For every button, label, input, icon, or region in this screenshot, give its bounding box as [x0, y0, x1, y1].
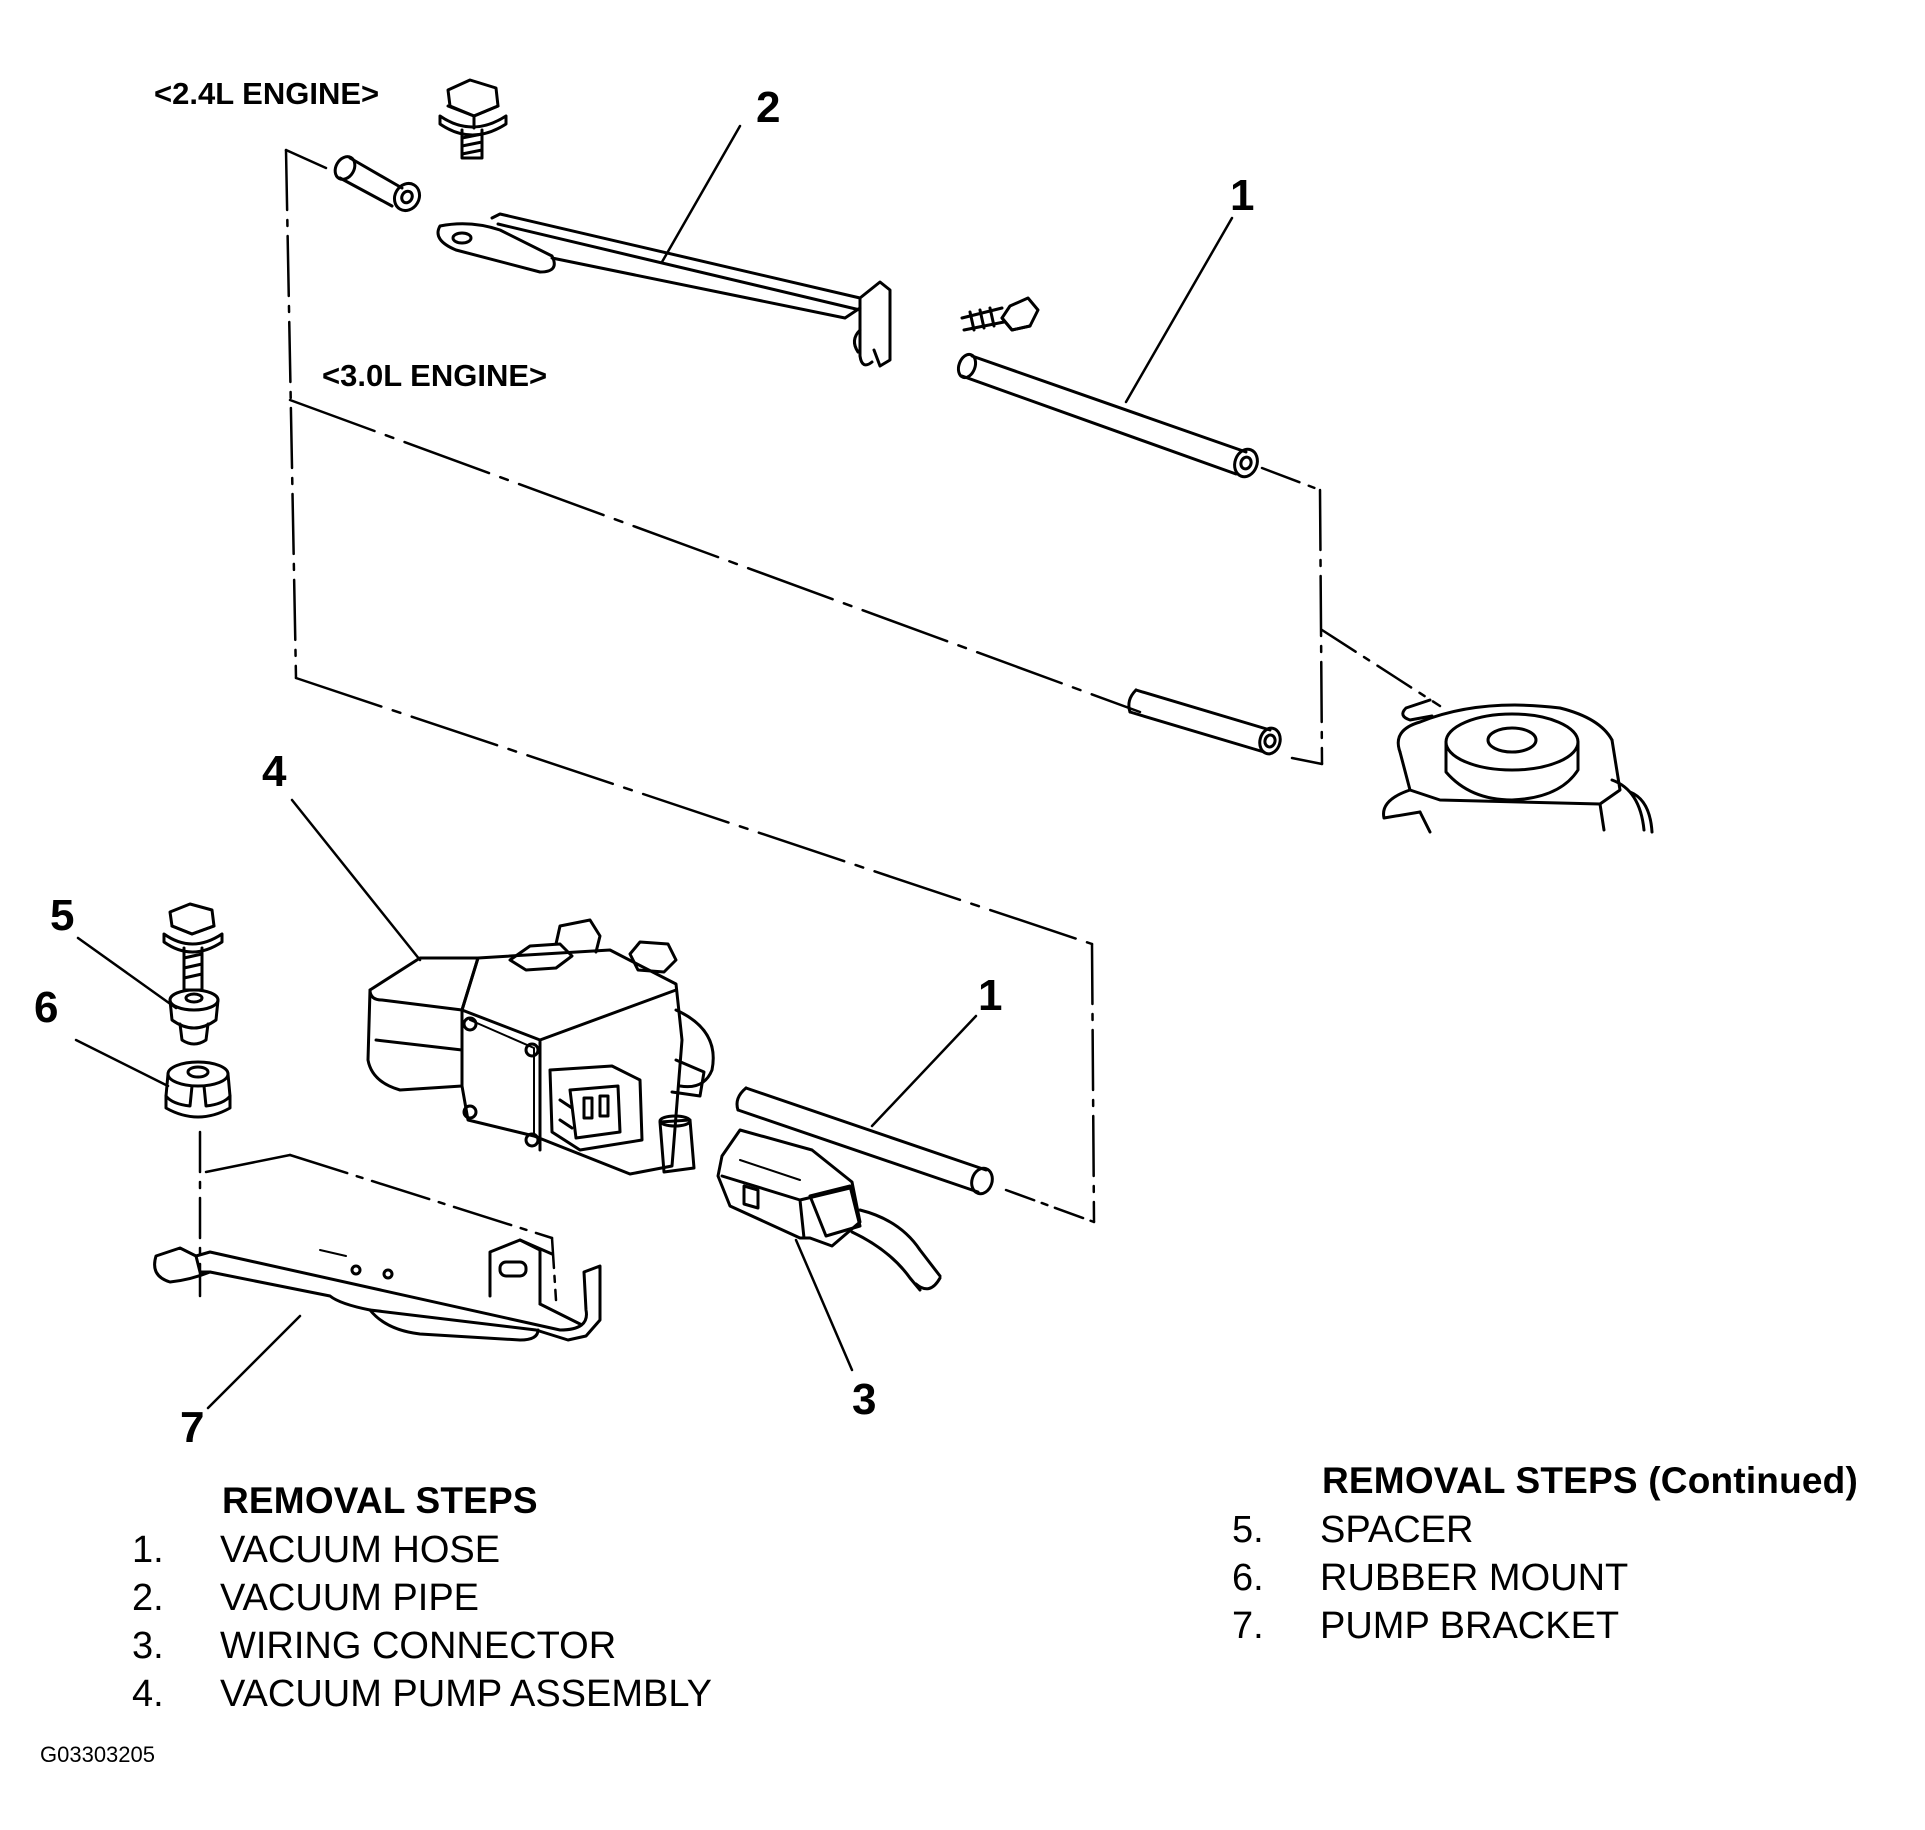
callout-1-upper: 1: [1230, 171, 1254, 220]
removal-steps-right: REMOVAL STEPS (Continued) 5.SPACER 6.RUB…: [1232, 1460, 1858, 1650]
callout-6: 6: [34, 983, 58, 1032]
vacuum-pump-assembly: [366, 918, 715, 1176]
callout-1-lower: 1: [978, 971, 1002, 1020]
wiring-connector: [716, 1128, 942, 1292]
removal-steps-continued-heading: REMOVAL STEPS (Continued): [1322, 1460, 1859, 1501]
callout-7: 7: [180, 1403, 204, 1452]
small-bolt: [960, 296, 1040, 332]
diagram-text: <2.4L ENGINE> <3.0L ENGINE> 2 1 4 5 6 1 …: [34, 76, 1254, 1767]
removal-steps-list: 1.VACUUM HOSE 2.VACUUM PIPE 3.WIRING CON…: [132, 1526, 712, 1718]
label-2-4l-engine: <2.4L ENGINE>: [154, 76, 379, 111]
callout-3: 3: [852, 1375, 876, 1424]
assembly-lines: [198, 148, 1442, 1302]
vacuum-pipe: [436, 212, 892, 368]
leader-lines: [74, 124, 1234, 1410]
leader-line-1a: [1124, 216, 1234, 404]
short-hose-2-4l: [333, 155, 422, 213]
label-3-0l-engine: <3.0L ENGINE>: [322, 358, 547, 393]
brake-booster: [1382, 698, 1654, 834]
list-item: 3.WIRING CONNECTOR: [132, 1625, 617, 1667]
list-item: 5.SPACER: [1232, 1509, 1474, 1551]
list-item: 1.VACUUM HOSE: [132, 1529, 501, 1571]
rubber-mount: [164, 1060, 232, 1119]
leader-line-2: [660, 124, 742, 264]
callout-2: 2: [756, 83, 780, 132]
removal-steps-heading: REMOVAL STEPS: [222, 1480, 538, 1521]
removal-steps-left: REMOVAL STEPS 1.VACUUM HOSE 2.VACUUM PIP…: [132, 1480, 712, 1718]
callout-5: 5: [50, 891, 74, 940]
leader-line-6: [74, 1038, 170, 1088]
leader-line-4: [290, 798, 422, 962]
leader-line-1b: [870, 1014, 978, 1128]
leader-line-3: [794, 1238, 854, 1372]
leader-line-5: [76, 936, 178, 1010]
list-item: 4.VACUUM PUMP ASSEMBLY: [132, 1673, 713, 1715]
bolt-pump-bracket: [162, 902, 224, 992]
figure-code: G03303205: [40, 1742, 155, 1767]
list-item: 7.PUMP BRACKET: [1232, 1605, 1620, 1647]
vacuum-hose-lower: [735, 1086, 994, 1196]
removal-steps-continued-list: 5.SPACER 6.RUBBER MOUNT 7.PUMP BRACKET: [1232, 1506, 1858, 1650]
leader-line-7: [206, 1314, 302, 1410]
list-item: 2.VACUUM PIPE: [132, 1577, 480, 1619]
pump-bracket: [153, 1238, 602, 1342]
list-item: 6.RUBBER MOUNT: [1232, 1557, 1629, 1599]
bolt-2-4l: [438, 78, 508, 160]
short-hose-3-0l: [1127, 688, 1282, 756]
spacer: [168, 988, 220, 1046]
callout-4: 4: [262, 747, 287, 796]
vacuum-hose-upper: [956, 352, 1259, 479]
